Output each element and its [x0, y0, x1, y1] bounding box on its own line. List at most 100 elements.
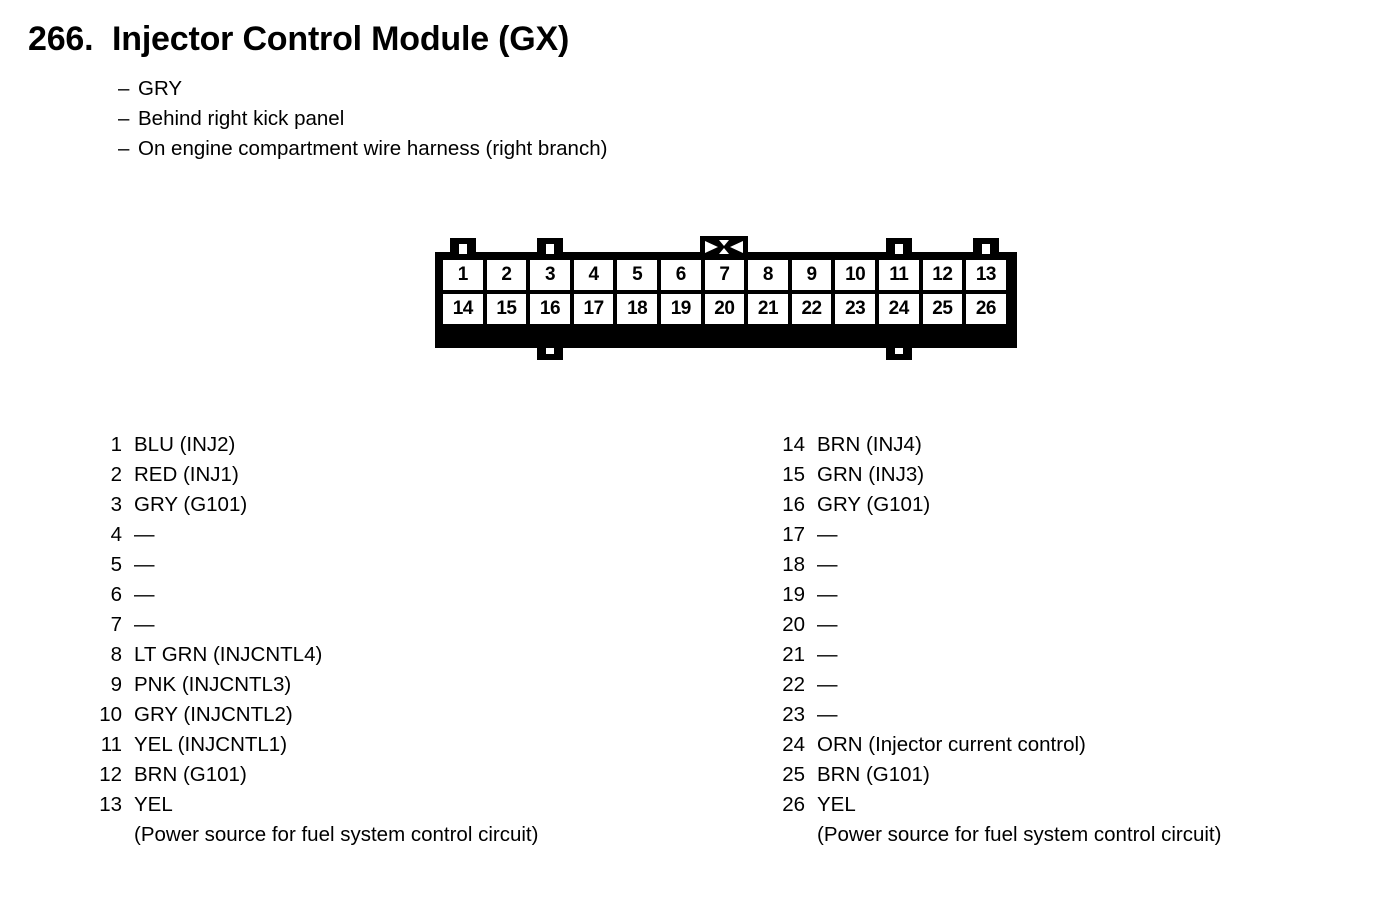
pin-value: PNK (INJCNTL3): [134, 673, 292, 696]
pin-number: 19: [782, 583, 805, 606]
pin-number: 12: [99, 763, 122, 786]
pin-value: GRY (INJCNTL2): [134, 703, 293, 726]
pin-cell-23: 23: [835, 294, 875, 324]
pin-cell-3: 3: [530, 260, 570, 290]
pin-legend-row: 12 BRN (G101): [92, 760, 538, 790]
pin-value: —: [817, 583, 838, 606]
bullet-dash-icon: –: [118, 107, 130, 130]
pin-legend-row: 10 GRY (INJCNTL2): [92, 700, 538, 730]
pin-cell-20: 20: [704, 294, 745, 324]
pin-cell-7: 7: [704, 260, 745, 290]
subtitle-row: –Behind right kick panel: [118, 104, 607, 134]
pin-cell-12: 12: [922, 260, 963, 290]
pin-cell-4: 4: [573, 260, 614, 290]
locking-tab-up-pin-1: [449, 238, 476, 254]
pin-value: YEL: [817, 793, 856, 816]
pin-note: (Power source for fuel system control ci…: [817, 823, 1222, 846]
pin-value: RED (INJ1): [134, 463, 239, 486]
pin-number: 10: [99, 703, 122, 726]
pin-value: —: [817, 613, 838, 636]
pin-cell-2: 2: [486, 260, 527, 290]
pin-number: 9: [110, 673, 122, 696]
pin-number: 3: [110, 493, 122, 516]
pin-cell-6: 6: [660, 260, 701, 290]
pin-cell-5: 5: [617, 260, 657, 290]
pin-number: 5: [110, 553, 122, 576]
pin-cell-24: 24: [878, 294, 919, 324]
page-number: 266.: [28, 20, 94, 58]
pin-value: BRN (G101): [134, 763, 247, 786]
pin-legend-row: 22 —: [775, 670, 1221, 700]
pin-value: ORN (Injector current control): [817, 733, 1086, 756]
pin-legend-row: 6—: [92, 580, 538, 610]
pin-number: 2: [110, 463, 122, 486]
subtitle-row: –On engine compartment wire harness (rig…: [118, 134, 607, 164]
pin-value: GRN (INJ3): [817, 463, 925, 486]
pin-number: 14: [782, 433, 805, 456]
pin-number: 20: [782, 613, 805, 636]
pin-legend-row: 21—: [775, 640, 1221, 670]
pin-cell-16: 16: [530, 294, 570, 324]
pin-legend-row: 4—: [92, 520, 538, 550]
pin-cell-8: 8: [748, 260, 788, 290]
pin-cell-17: 17: [573, 294, 614, 324]
pin-legend-row: 26 YEL: [775, 790, 1221, 820]
pin-value: YEL: [134, 793, 173, 816]
pin-value: GRY (G101): [134, 493, 248, 516]
pin-number: 23: [782, 703, 805, 726]
pin-value: BRN (G101): [817, 763, 930, 786]
subtitle-text: On engine compartment wire harness (righ…: [138, 137, 608, 160]
pin-value: —: [817, 673, 838, 696]
pin-value: —: [134, 583, 155, 606]
pin-value: BLU (INJ2): [134, 433, 236, 456]
subtitle-row: –GRY: [118, 74, 607, 104]
pin-value: —: [817, 523, 838, 546]
pin-legend-row: 20 —: [775, 610, 1221, 640]
locking-tab-down-pin-24: [885, 348, 912, 360]
pin-cell-19: 19: [660, 294, 701, 324]
pin-number: 7: [110, 613, 122, 636]
locking-tab-up-pin-13: [973, 238, 999, 254]
pin-cell-25: 25: [922, 294, 963, 324]
subtitle-text: GRY: [138, 77, 183, 100]
pin-number: 16: [782, 493, 805, 516]
pin-cell-26: 26: [966, 294, 1006, 324]
locking-tab-down-pin-16: [537, 348, 563, 360]
subtitle-text: Behind right kick panel: [138, 107, 345, 130]
pin-number: 22: [782, 673, 805, 696]
pin-legend-row: 16 GRY (G101): [775, 490, 1221, 520]
pin-value: YEL (INJCNTL1): [134, 733, 288, 756]
pin-legend-row: 25 BRN (G101): [775, 760, 1221, 790]
locking-tab-up-pin-3: [537, 238, 563, 254]
pin-legend-row: 17—: [775, 520, 1221, 550]
pin-value: —: [134, 613, 155, 636]
pin-cell-11: 11: [878, 260, 919, 290]
pin-number: 18: [782, 553, 805, 576]
pin-number: 24: [782, 733, 805, 756]
pin-number: 26: [782, 793, 805, 816]
pin-legend-row: 9 PNK (INJCNTL3): [92, 670, 538, 700]
pin-number: 25: [782, 763, 805, 786]
latch-x-icon: [705, 240, 744, 254]
pin-value: —: [134, 553, 155, 576]
pin-value: —: [817, 553, 838, 576]
pin-cell-18: 18: [617, 294, 657, 324]
pin-number: 13: [99, 793, 122, 816]
pin-value: —: [817, 703, 838, 726]
pin-legend-row: 19 —: [775, 580, 1221, 610]
pin-cell-1: 1: [443, 260, 483, 290]
page-title: 266.Injector Control Module (GX): [28, 20, 569, 59]
bullet-dash-icon: –: [118, 137, 130, 160]
pin-value: —: [134, 523, 155, 546]
pin-legend-row: 3 GRY (G101): [92, 490, 538, 520]
pin-value: GRY (G101): [817, 493, 931, 516]
pin-value: LT GRN (INJCNTL4): [134, 643, 323, 666]
